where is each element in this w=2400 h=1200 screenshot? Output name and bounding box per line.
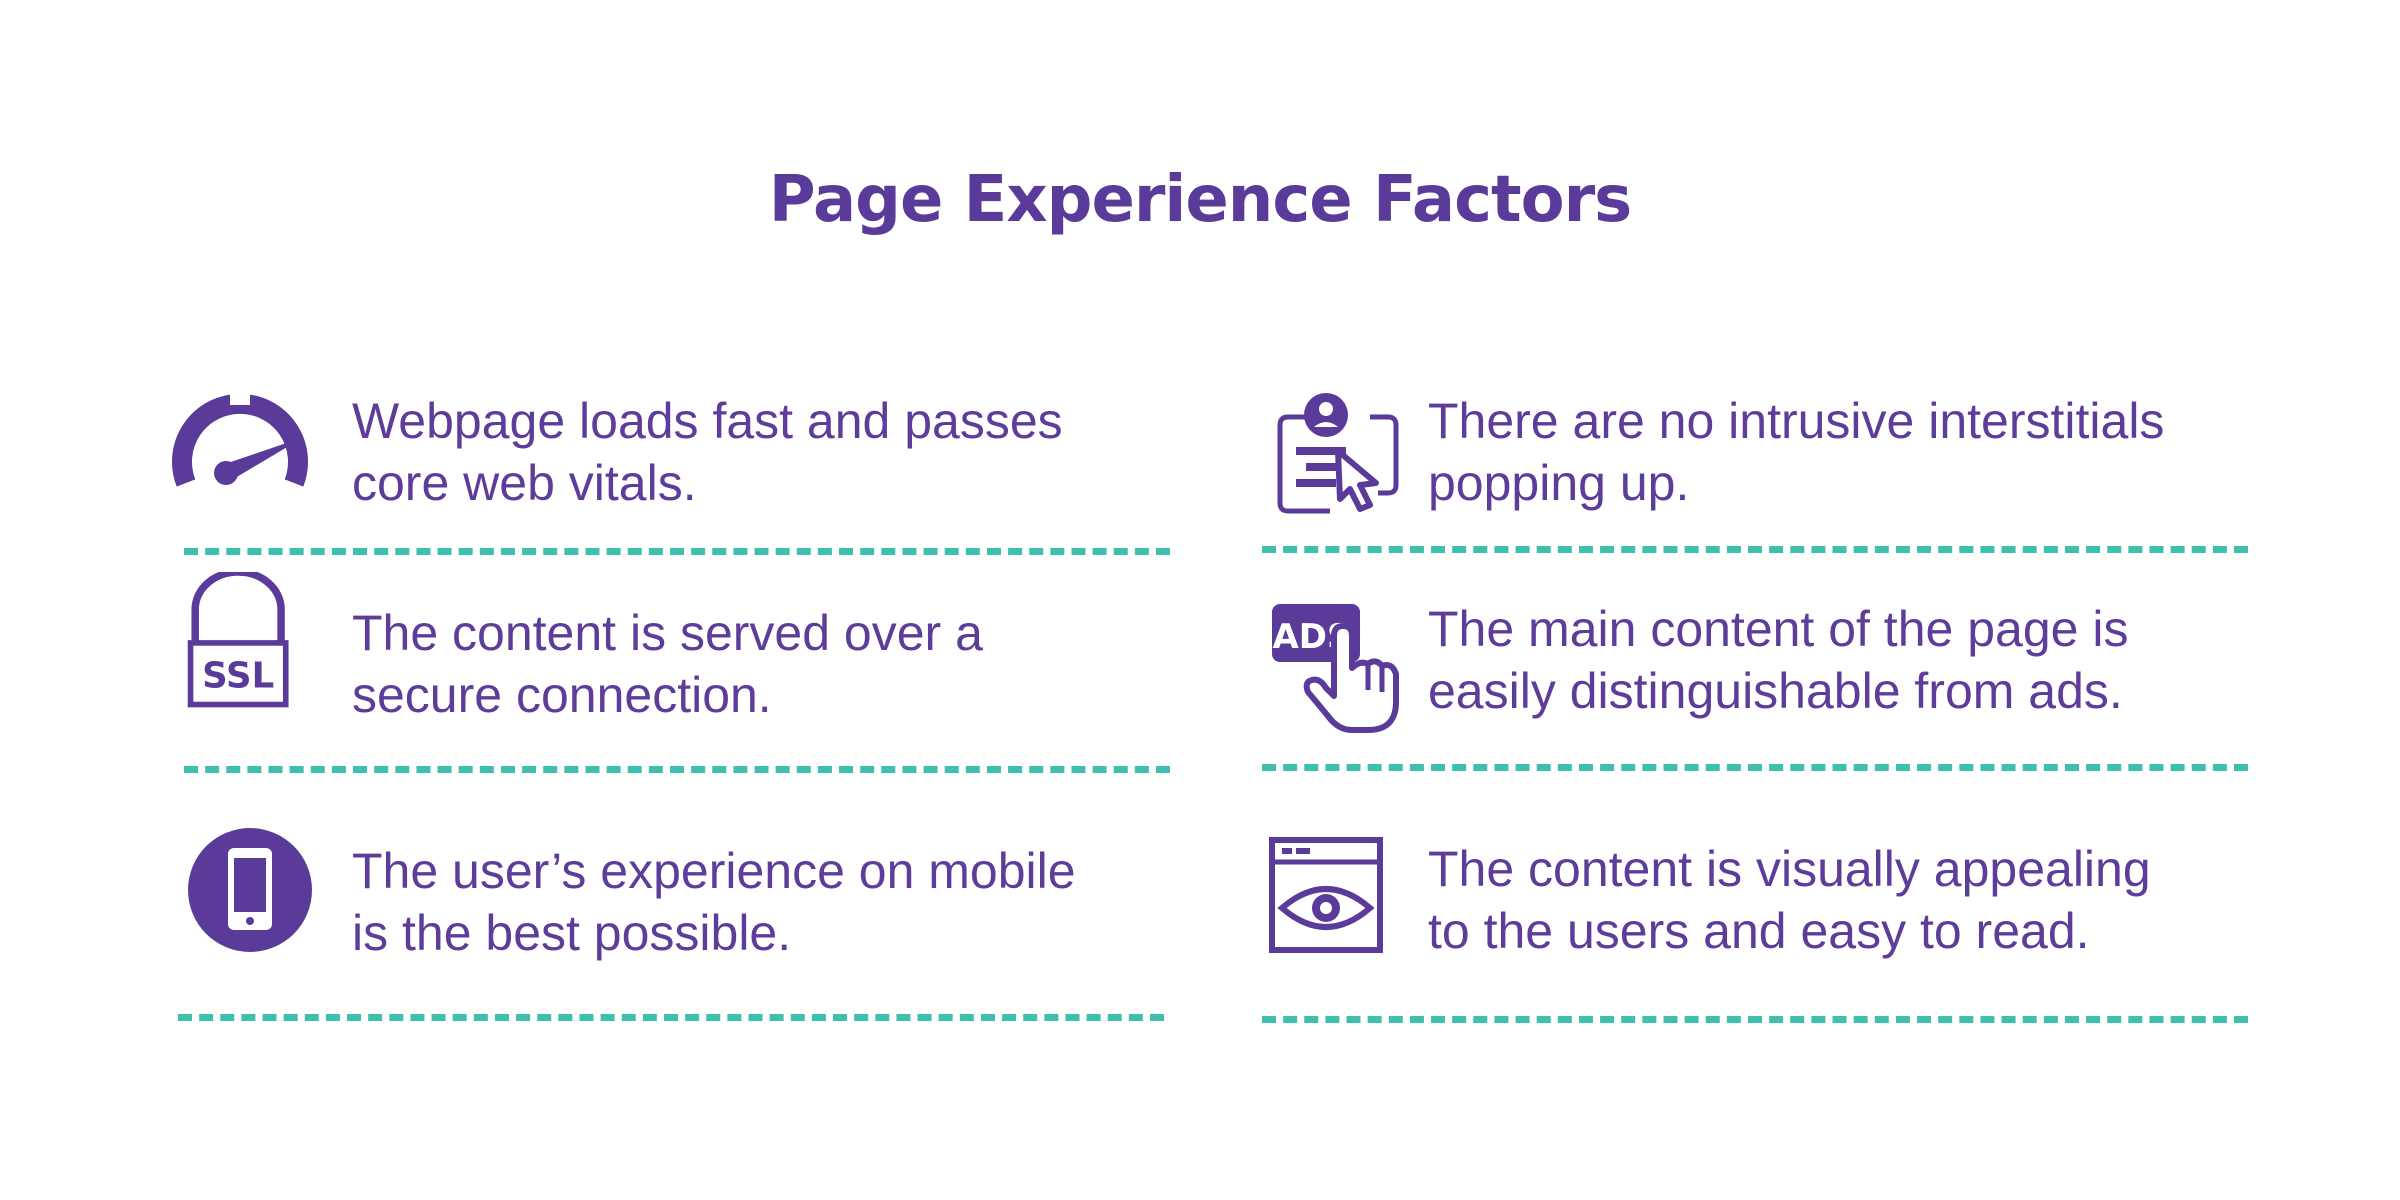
item-text-speed: Webpage loads fast and passes core web v… [352, 393, 1063, 511]
item-text-ads: The main content of the page is easily d… [1428, 601, 2129, 719]
item-text-secure: The content is served over a secure conn… [352, 605, 983, 723]
item-text-mobile: The user’s experience on mobile is the b… [352, 843, 1076, 961]
browser-eye-icon [1268, 836, 1384, 954]
divider [1262, 1016, 2248, 1023]
page-title: Page Experience Factors [768, 163, 1633, 237]
popup-cursor-icon [1270, 385, 1410, 525]
item-text-visual: The content is visually appealing to the… [1428, 841, 2151, 959]
speedometer-icon [170, 385, 310, 525]
divider [1262, 546, 2248, 553]
mobile-phone-icon [186, 826, 314, 954]
divider [184, 548, 1170, 555]
ads-click-icon: ADS [1268, 598, 1408, 738]
ssl-label: SSL [202, 656, 274, 697]
divider [184, 766, 1170, 773]
divider [178, 1014, 1164, 1021]
ssl-lock-icon: SSL [170, 572, 310, 712]
divider [1262, 764, 2248, 771]
item-text-interstitials: There are no intrusive interstitials pop… [1428, 393, 2165, 511]
